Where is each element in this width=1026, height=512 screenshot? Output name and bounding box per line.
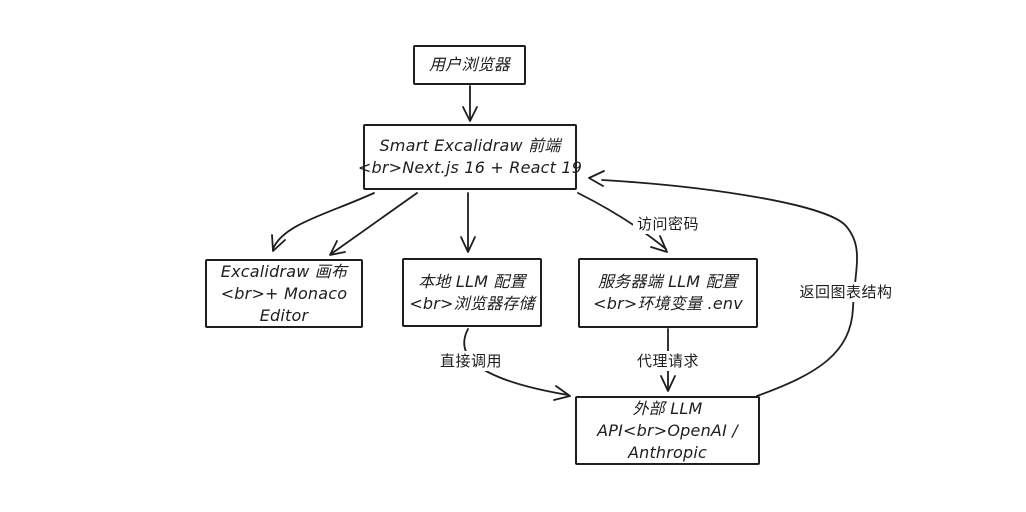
arrowhead-frontend-to-local xyxy=(460,236,476,253)
edge-label-direct-call: 直接调用 xyxy=(435,351,507,371)
edge-frontend-to-canvas-curved xyxy=(272,192,375,250)
arrowhead-local-to-external xyxy=(553,385,571,401)
node-frontend: Smart Excalidraw 前端 <br>Next.js 16 + Rea… xyxy=(358,124,582,190)
arrowhead-frontend-to-canvas-curved xyxy=(271,234,286,252)
node-user-browser-label: 用户浏览器 xyxy=(428,55,510,74)
node-server-llm-label-line1: 服务器端 LLM 配置 xyxy=(597,272,738,291)
arrowhead-frontend-to-canvas-straight xyxy=(329,240,346,256)
node-excalidraw-canvas-label-line3: Editor xyxy=(259,305,309,325)
node-external-llm: 外部 LLM API<br>OpenAI / Anthropic xyxy=(575,396,760,465)
node-frontend-label-line2: <br>Next.js 16 + React 19 xyxy=(357,158,583,177)
edge-label-proxy-request: 代理请求 xyxy=(632,351,704,371)
node-external-llm-label-line2: API<br>OpenAI / xyxy=(597,420,738,440)
node-excalidraw-canvas: Excalidraw 画布 <br>+ Monaco Editor xyxy=(205,259,363,328)
node-local-llm-label-line2: <br>浏览器存储 xyxy=(409,293,535,313)
edge-label-return-structure: 返回图表结构 xyxy=(795,282,897,302)
node-local-llm: 本地 LLM 配置 <br>浏览器存储 xyxy=(402,258,542,327)
arrowhead-user-to-frontend xyxy=(462,106,478,122)
node-external-llm-label-line1: 外部 LLM xyxy=(632,398,703,418)
edge-external-to-frontend xyxy=(601,179,858,397)
node-server-llm: 服务器端 LLM 配置 <br>环境变量 .env xyxy=(578,258,758,328)
arrowhead-server-to-external xyxy=(660,375,676,392)
node-excalidraw-canvas-label-line1: Excalidraw 画布 xyxy=(220,261,348,281)
edge-label-access-password: 访问密码 xyxy=(632,214,704,234)
node-excalidraw-canvas-label-line2: <br>+ Monaco xyxy=(220,283,348,303)
node-server-llm-label-line2: <br>环境变量 .env xyxy=(593,294,743,313)
node-local-llm-label-line1: 本地 LLM 配置 xyxy=(418,271,526,291)
arrowhead-external-to-frontend xyxy=(588,170,605,187)
node-user-browser: 用户浏览器 xyxy=(413,45,526,85)
arrowhead-frontend-to-server xyxy=(650,235,668,253)
node-frontend-label-line1: Smart Excalidraw 前端 xyxy=(379,136,561,155)
edge-frontend-to-server xyxy=(577,192,667,250)
node-external-llm-label-line3: Anthropic xyxy=(627,442,708,462)
edge-frontend-to-canvas-straight xyxy=(330,192,418,255)
